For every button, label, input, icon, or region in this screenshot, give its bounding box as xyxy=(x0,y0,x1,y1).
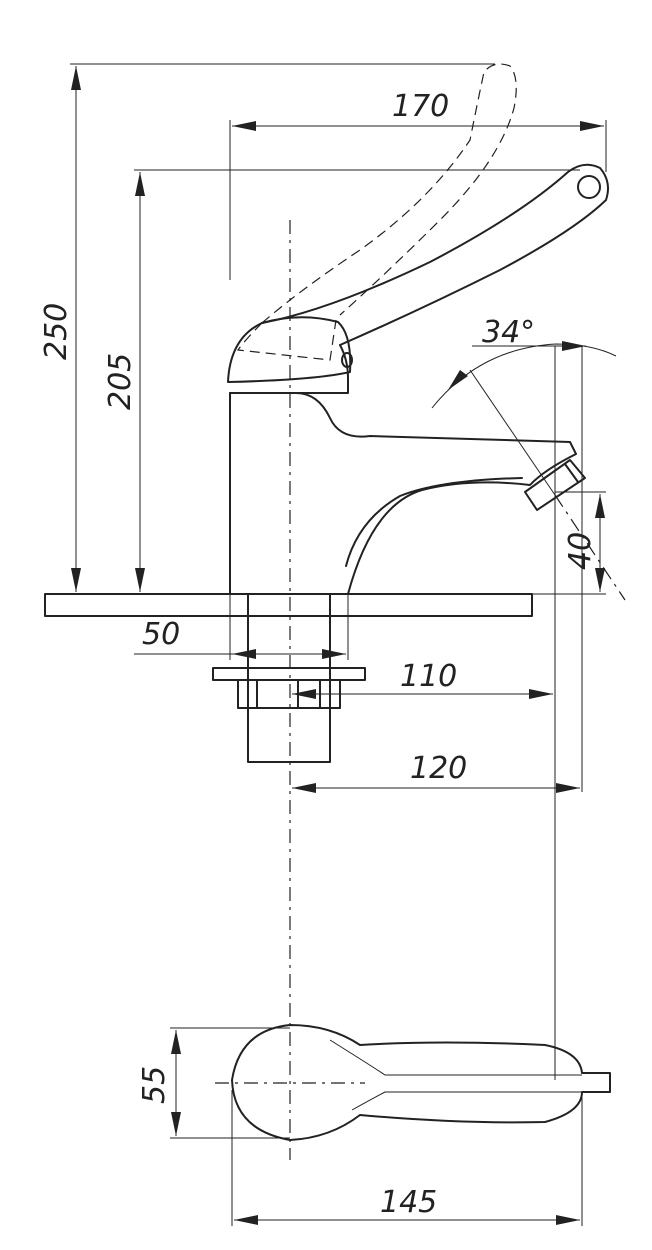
spout-axis-line xyxy=(554,494,626,601)
spout-outline xyxy=(295,392,577,595)
lever-top-view xyxy=(231,1024,611,1141)
dim-145-arrow-left xyxy=(234,1215,258,1225)
dim-34-arrow-left xyxy=(448,370,468,390)
dim-40-arrow-top xyxy=(595,494,605,518)
dim-110-arrow-left xyxy=(292,689,316,699)
dim-250-label: 250 xyxy=(39,303,74,360)
dim-250-arrow-top xyxy=(71,66,81,90)
lever-raised-phantom xyxy=(261,63,517,324)
dim-120-label: 120 xyxy=(410,751,467,786)
dim-55-arrow-top xyxy=(171,1030,181,1054)
dim-40-arrow-bottom xyxy=(595,568,605,592)
lever-cap xyxy=(227,316,352,383)
base-plate xyxy=(44,593,533,617)
dim-50-label: 50 xyxy=(142,617,180,652)
lever-handle xyxy=(261,163,609,346)
dim-205-label: 205 xyxy=(103,353,138,410)
dim-55-arrow-bottom xyxy=(171,1112,181,1136)
lever-raised-phantom-base xyxy=(236,319,337,361)
dim-40-label: 40 xyxy=(563,532,598,570)
dim-110-arrow-right xyxy=(529,689,553,699)
dim-205-arrow-bottom xyxy=(135,568,145,592)
lever-top-inner-line xyxy=(329,1039,582,1076)
dim-55-label: 55 xyxy=(137,1066,172,1104)
lever-top-inner-line-lower xyxy=(351,1091,582,1111)
dim-110-label: 110 xyxy=(400,659,457,694)
dim-120-arrow-right xyxy=(556,783,580,793)
spout-inner-curve xyxy=(345,477,523,567)
dim-34-label: 34° xyxy=(482,315,535,350)
dim-120-arrow-left xyxy=(292,783,316,793)
mounting-shank xyxy=(247,593,331,763)
lever-pivot xyxy=(341,352,353,368)
lever-hole xyxy=(577,175,601,199)
dim-50-arrow-left xyxy=(232,649,256,659)
dim-170-arrow-left xyxy=(232,121,256,131)
aerator-ring xyxy=(564,463,579,483)
dim-170-label: 170 xyxy=(392,89,449,124)
dim-34-arrow-right xyxy=(562,341,586,351)
dim-145-label: 145 xyxy=(380,1185,437,1220)
dim-205-arrow-top xyxy=(135,172,145,196)
dim-250-arrow-bottom xyxy=(71,568,81,592)
dim-145-arrow-right xyxy=(556,1215,580,1225)
dim-50-arrow-right xyxy=(322,649,346,659)
mounting-washer xyxy=(212,667,366,681)
dim-34-angle-leg xyxy=(469,369,556,496)
dim-170-arrow-right xyxy=(580,121,604,131)
